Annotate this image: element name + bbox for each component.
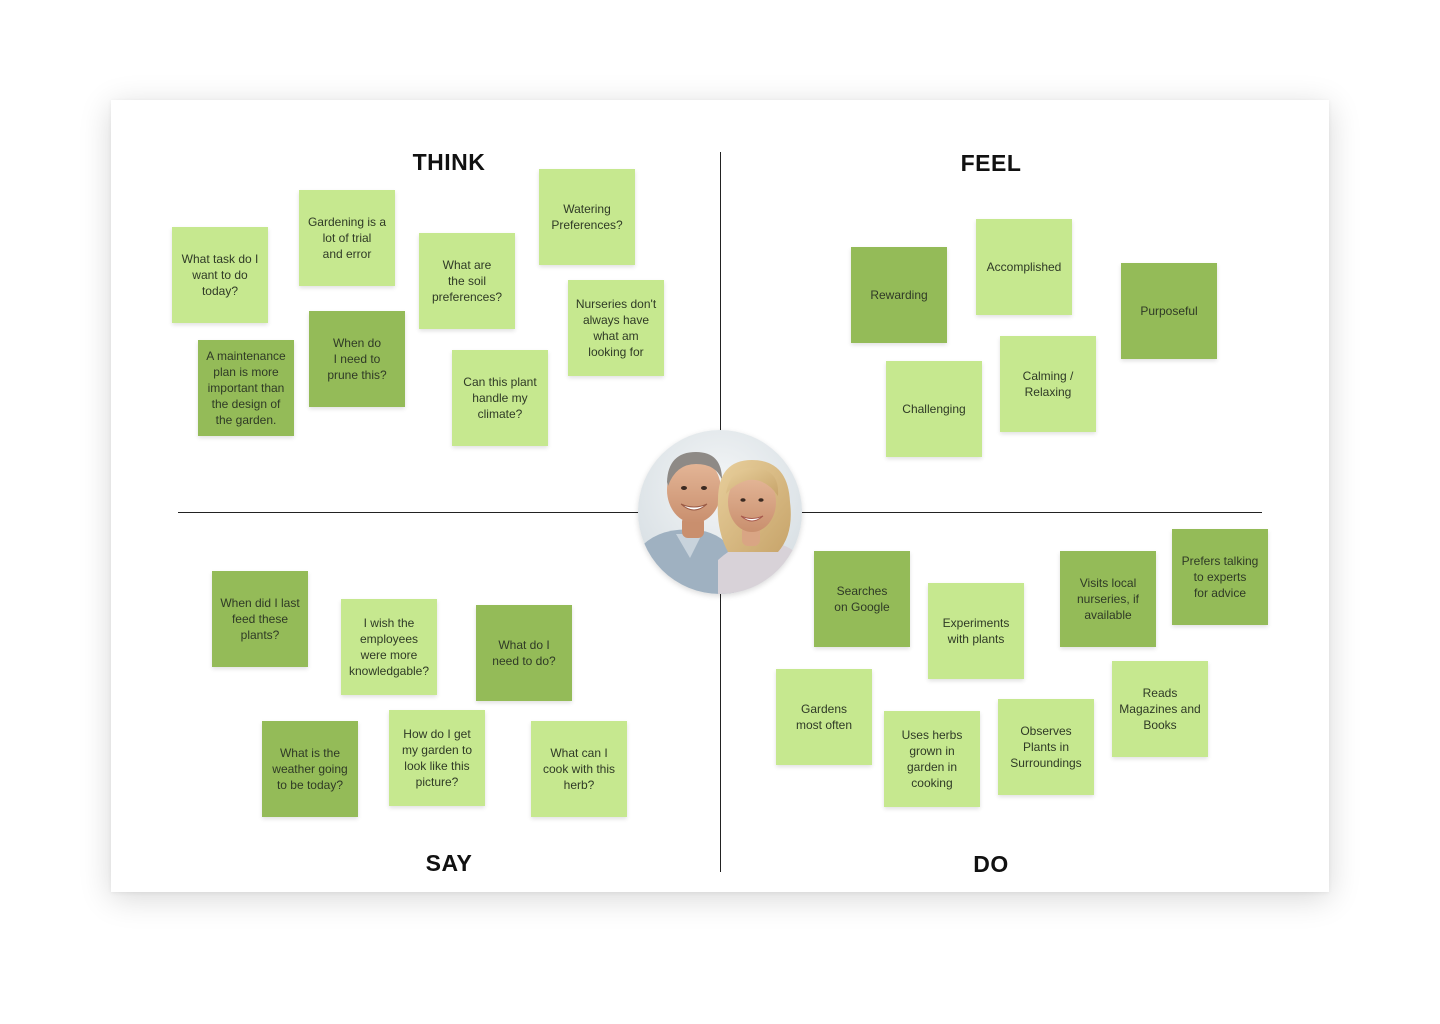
sticky-note[interactable]: Gardening is a lot of trial and error: [299, 190, 395, 286]
sticky-note[interactable]: What is the weather going to be today?: [262, 721, 358, 817]
sticky-note[interactable]: What task do I want to do today?: [172, 227, 268, 323]
sticky-note[interactable]: Observes Plants in Surroundings: [998, 699, 1094, 795]
sticky-note[interactable]: Uses herbs grown in garden in cooking: [884, 711, 980, 807]
sticky-note[interactable]: When did I last feed these plants?: [212, 571, 308, 667]
sticky-note[interactable]: Calming / Relaxing: [1000, 336, 1096, 432]
say-heading: SAY: [425, 850, 473, 876]
sticky-note[interactable]: I wish the employees were more knowledga…: [341, 599, 437, 695]
sticky-note[interactable]: When do I need to prune this?: [309, 311, 405, 407]
sticky-note[interactable]: What are the soil preferences?: [419, 233, 515, 329]
sticky-note[interactable]: Challenging: [886, 361, 982, 457]
sticky-note[interactable]: How do I get my garden to look like this…: [389, 710, 485, 806]
sticky-note[interactable]: Watering Preferences?: [539, 169, 635, 265]
couple-photo-icon: [638, 430, 802, 594]
sticky-note[interactable]: Can this plant handle my climate?: [452, 350, 548, 446]
sticky-note[interactable]: Searches on Google: [814, 551, 910, 647]
do-heading: DO: [973, 851, 1009, 877]
sticky-note[interactable]: Gardens most often: [776, 669, 872, 765]
feel-heading: FEEL: [960, 150, 1022, 176]
sticky-note[interactable]: What can I cook with this herb?: [531, 721, 627, 817]
sticky-note[interactable]: Prefers talking to experts for advice: [1172, 529, 1268, 625]
sticky-note[interactable]: Reads Magazines and Books: [1112, 661, 1208, 757]
sticky-note[interactable]: Nurseries don't always have what am look…: [568, 280, 664, 376]
sticky-note[interactable]: Visits local nurseries, if available: [1060, 551, 1156, 647]
sticky-note[interactable]: Rewarding: [851, 247, 947, 343]
persona-avatar: [638, 430, 802, 594]
sticky-note[interactable]: Accomplished: [976, 219, 1072, 315]
sticky-note[interactable]: A maintenance plan is more important tha…: [198, 340, 294, 436]
think-heading: THINK: [412, 149, 486, 175]
sticky-note[interactable]: What do I need to do?: [476, 605, 572, 701]
sticky-note[interactable]: Purposeful: [1121, 263, 1217, 359]
sticky-note[interactable]: Experiments with plants: [928, 583, 1024, 679]
